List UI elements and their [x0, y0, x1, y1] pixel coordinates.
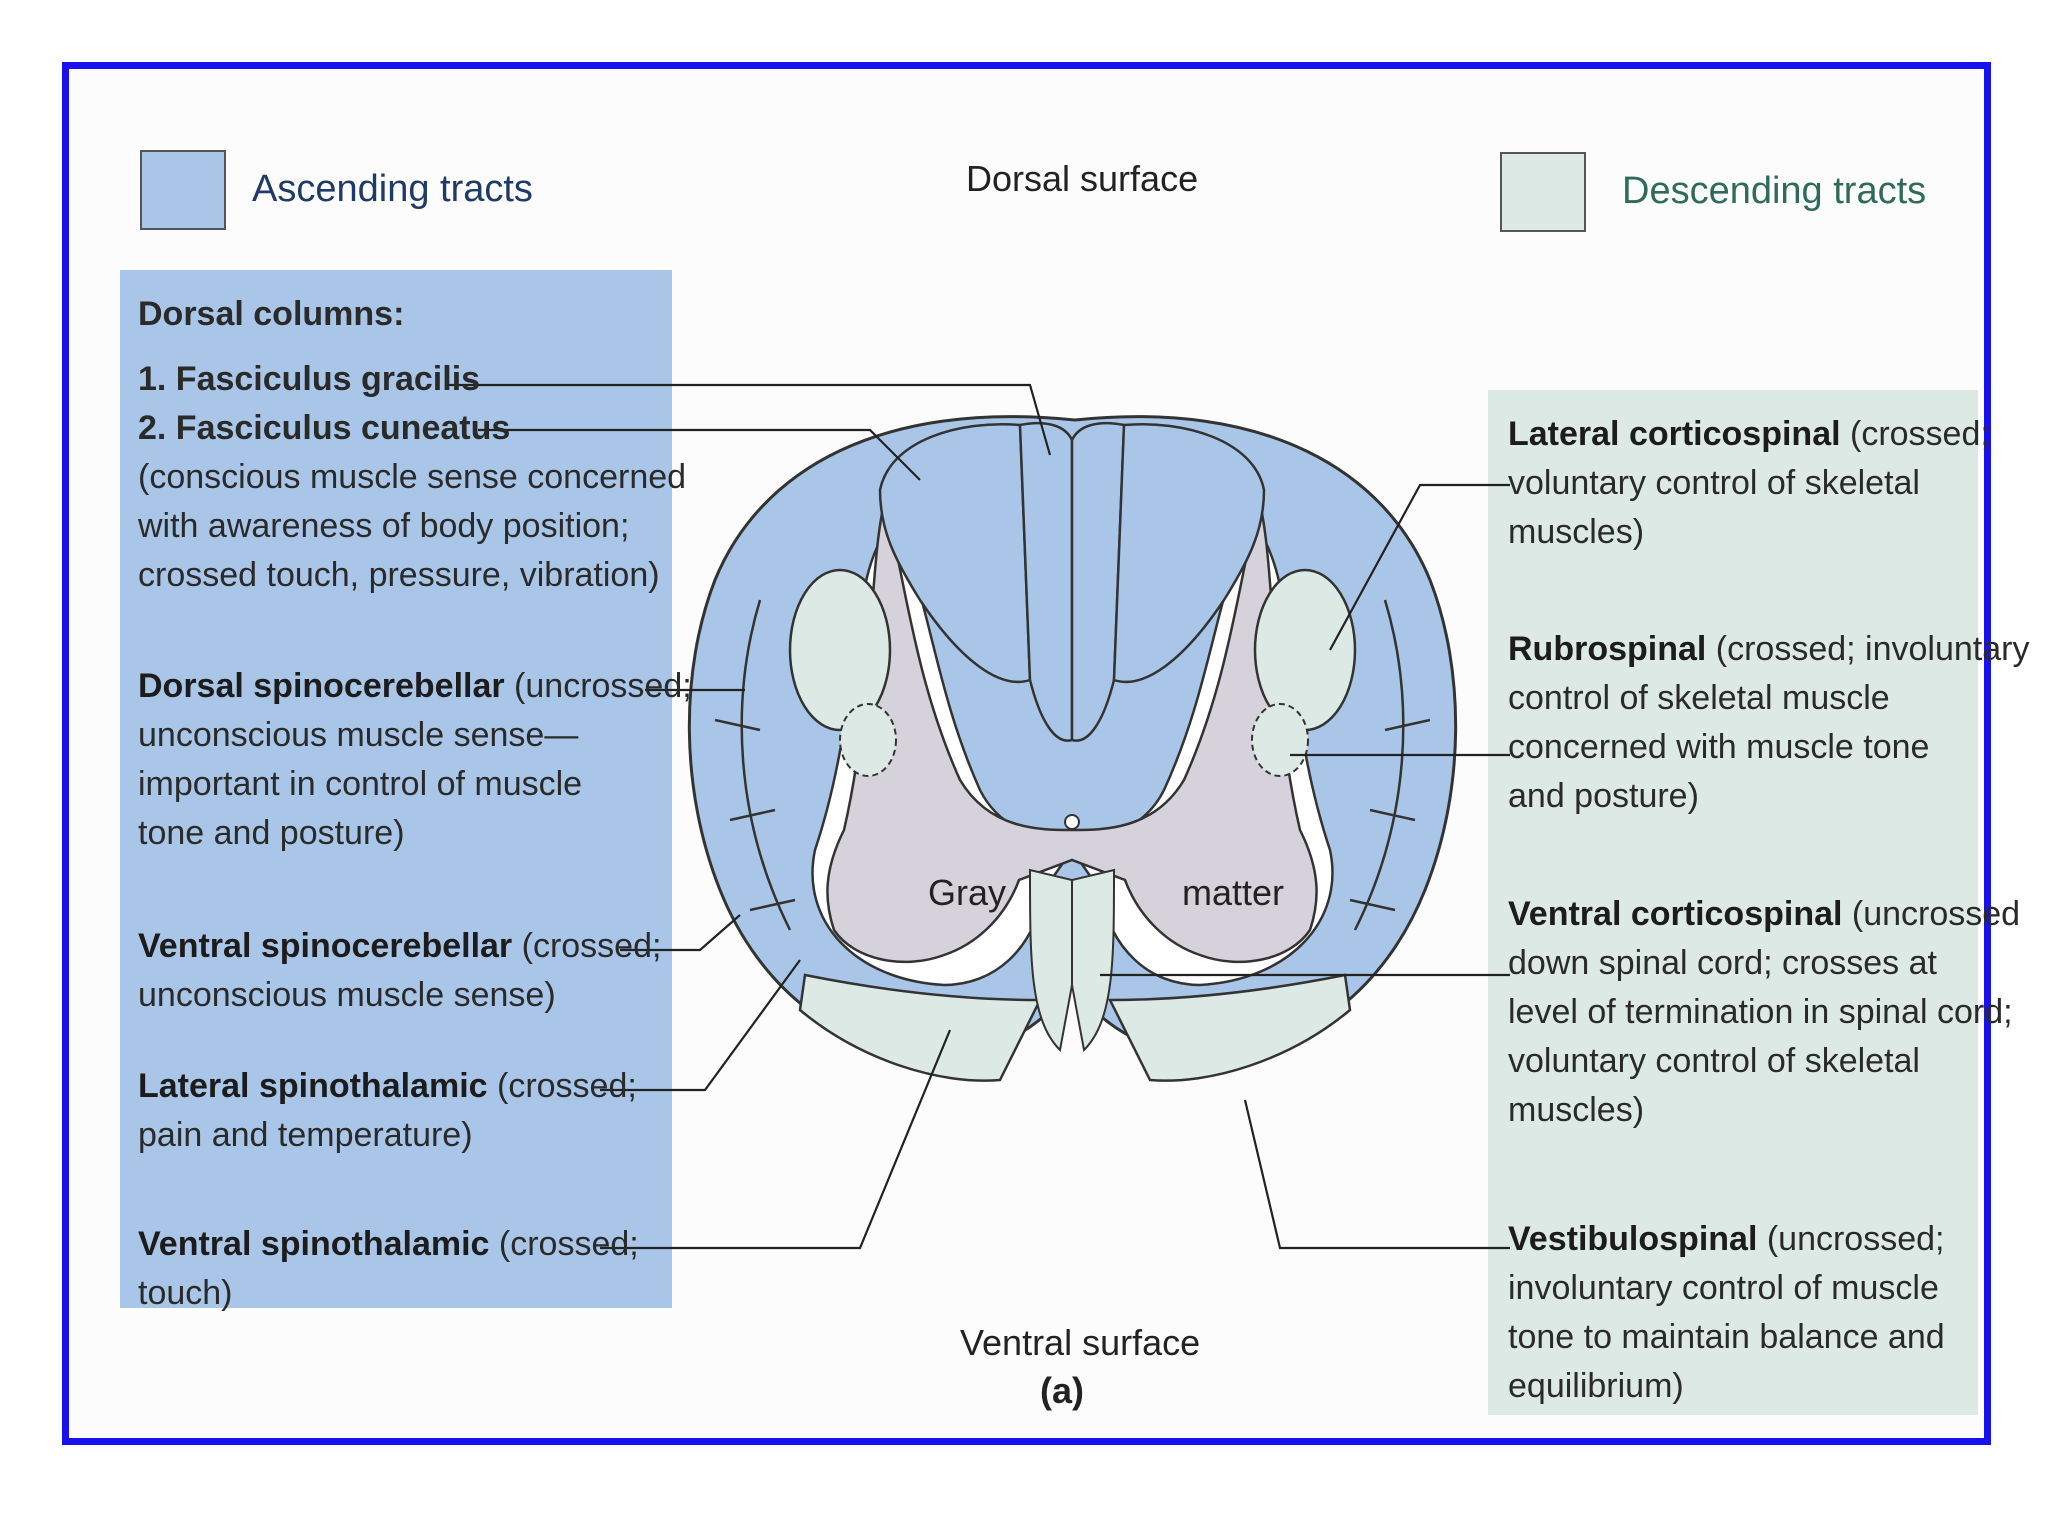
fasciculus-gracilis-right: [1070, 421, 1126, 742]
fasciculus-cuneatus-left: [878, 423, 1032, 684]
leader-cuneatus: [478, 428, 921, 481]
entry-dorsal-spinocerebellar: Dorsal spinocerebellar (uncrossed; uncon…: [138, 662, 692, 858]
dorsal-columns-desc-2: with awareness of body position;: [138, 507, 630, 545]
descending-legend-label: Descending tracts: [1622, 170, 1927, 212]
lateral-corticospinal-line-2: voluntary control of skeletal: [1508, 464, 1920, 502]
entry-ventral-spinocerebellar: Ventral spinocerebellar (crossed; uncons…: [138, 922, 661, 1020]
lateral-corticospinal-left: [788, 568, 892, 732]
entry-vestibulospinal: Vestibulospinal (uncrossed; involuntary …: [1508, 1215, 1945, 1411]
lateral-spinothalamic-first: (crossed;: [487, 1067, 637, 1105]
rubrospinal-first: (crossed; involuntary: [1706, 630, 2030, 668]
leader-vestibulospinal: [1243, 1099, 1510, 1250]
dorsal-columns-heading: Dorsal columns:: [138, 295, 405, 333]
gray-matter: [826, 499, 1318, 964]
matter-label: matter: [1182, 872, 1285, 913]
entry-rubrospinal: Rubrospinal (crossed; involuntary contro…: [1508, 625, 2029, 821]
fasciculus-cuneatus-label: 2. Fasciculus cuneatus: [138, 409, 511, 447]
ventral-corticospinal-line-5: muscles): [1508, 1091, 1645, 1129]
ventral-surface-label: Ventral surface: [960, 1322, 1201, 1363]
rubrospinal-line-4: and posture): [1508, 777, 1699, 815]
dorsal-spinocerebellar-line-3: important in control of muscle: [138, 765, 583, 803]
dorsal-surface-label: Dorsal surface: [966, 158, 1199, 199]
ventral-descending-band-right: [1107, 973, 1352, 1082]
leader-gracilis: [448, 383, 1052, 456]
lateral-corticospinal-name: Lateral corticospinal: [1508, 415, 1841, 453]
rubrospinal-line-2: control of skeletal muscle: [1508, 679, 1890, 717]
rubrospinal-name: Rubrospinal: [1508, 630, 1707, 668]
leader-lateral-corticospinal: [1329, 483, 1510, 651]
entry-ventral-spinothalamic: Ventral spinothalamic (crossed; touch): [138, 1220, 639, 1318]
ventral-corticospinal-line-2: down spinal cord; crosses at: [1508, 944, 1937, 982]
fasciculus-cuneatus-right: [1112, 423, 1266, 684]
ventral-spinocerebellar-line-2: unconscious muscle sense): [138, 976, 556, 1014]
ascending-legend-label: Ascending tracts: [252, 168, 533, 210]
lateral-spinothalamic-line-2: pain and temperature): [138, 1116, 473, 1154]
ventral-corticospinal-first: (uncrossed: [1842, 895, 2021, 933]
leader-ventral-spinocerebellar: [620, 914, 741, 952]
ventral-spinothalamic-name: Ventral spinothalamic: [138, 1225, 490, 1263]
gray-label: Gray: [928, 872, 1007, 913]
lateral-corticospinal-first: (crossed;: [1840, 415, 1990, 453]
fasciculus-gracilis-label: 1. Fasciculus gracilis: [138, 360, 481, 398]
leader-ventral-spinothalamic: [600, 1029, 952, 1250]
descending-panel: [1488, 390, 1978, 1415]
lateral-corticospinal-line-3: muscles): [1508, 513, 1645, 551]
ascending-legend-swatch: [140, 150, 226, 230]
dorsal-spinocerebellar-name: Dorsal spinocerebellar: [138, 667, 505, 705]
ventral-funiculus-right: [1071, 868, 1116, 1053]
ventral-corticospinal-line-4: voluntary control of skeletal: [1508, 1042, 1920, 1080]
vestibulospinal-line-2: involuntary control of muscle: [1508, 1269, 1939, 1307]
vestibulospinal-name: Vestibulospinal: [1508, 1220, 1758, 1258]
ascending-panel: [120, 270, 672, 1308]
ventral-funiculus-left: [1028, 868, 1073, 1053]
entry-dorsal-columns: Dorsal columns: 1. Fasciculus gracilis 2…: [138, 290, 686, 600]
ventral-corticospinal-line-3: level of termination in spinal cord;: [1508, 993, 2013, 1031]
leader-lateral-spinothalamic: [600, 959, 801, 1092]
central-canal: [1064, 814, 1080, 830]
descending-legend-swatch: [1500, 152, 1586, 232]
dorsal-spinocerebellar-line-4: tone and posture): [138, 814, 405, 852]
ventral-corticospinal-name: Ventral corticospinal: [1508, 895, 1843, 933]
rubrospinal-right: [1251, 703, 1309, 777]
rubrospinal-left: [839, 703, 897, 777]
vestibulospinal-first: (uncrossed;: [1757, 1220, 1945, 1258]
rubrospinal-line-3: concerned with muscle tone: [1508, 728, 1930, 766]
vestibulospinal-line-3: tone to maintain balance and: [1508, 1318, 1945, 1356]
ventral-spinocerebellar-name: Ventral spinocerebellar: [138, 927, 513, 965]
lateral-spinothalamic-name: Lateral spinothalamic: [138, 1067, 488, 1105]
ventral-spinothalamic-line-2: touch): [138, 1274, 233, 1312]
ventral-spinothalamic-first: (crossed;: [489, 1225, 639, 1263]
dorsal-spinocerebellar-line-2: unconscious muscle sense—: [138, 716, 579, 754]
entry-ventral-corticospinal: Ventral corticospinal (uncrossed down sp…: [1508, 890, 2020, 1135]
dorsal-spinocerebellar-first: (uncrossed;: [504, 667, 692, 705]
ventral-spinocerebellar-first: (crossed;: [512, 927, 662, 965]
dorsal-columns-desc-3: crossed touch, pressure, vibration): [138, 556, 660, 594]
panel-letter: (a): [1040, 1370, 1084, 1411]
vestibulospinal-line-4: equilibrium): [1508, 1367, 1684, 1405]
entry-lateral-spinothalamic: Lateral spinothalamic (crossed; pain and…: [138, 1062, 637, 1160]
entry-lateral-corticospinal: Lateral corticospinal (crossed; voluntar…: [1508, 410, 1990, 557]
dorsal-columns-desc-1: (conscious muscle sense concerned: [138, 458, 687, 496]
